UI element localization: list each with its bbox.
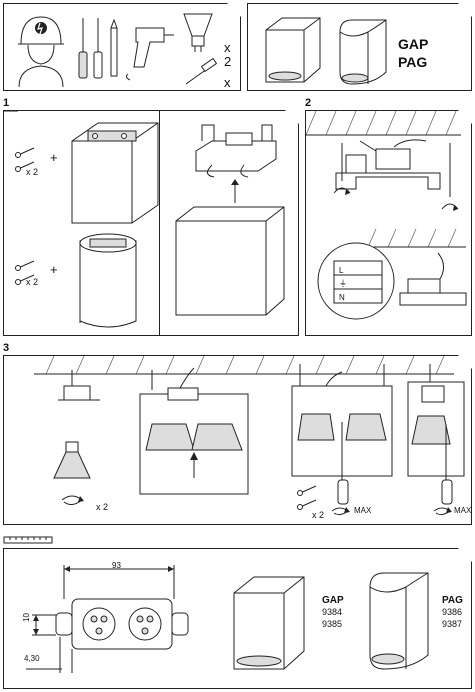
pag-product-name: PAG	[442, 595, 463, 606]
gap-luminaire-icon	[264, 16, 322, 84]
model-pag-label: PAG	[398, 54, 428, 70]
pag-luminaire-icon	[368, 571, 430, 671]
gap-product-code: 9385	[322, 619, 343, 629]
bracket-icon	[54, 370, 104, 410]
luminaire-side-diagram	[404, 364, 466, 514]
gap-product-code: 9384	[322, 607, 343, 617]
step-3-panel: x 2 x 2 MAX MAX	[3, 355, 472, 525]
step-2-panel: L ⏚ N	[305, 110, 472, 336]
models-panel: GAP PAG	[247, 3, 472, 91]
pag-product-code: 9387	[442, 619, 463, 629]
terminal-label: ⏚	[339, 279, 347, 288]
width-dimension: 93	[112, 561, 121, 570]
plus-sign: +	[50, 262, 58, 277]
step-1-separator	[159, 111, 160, 337]
step-1-screws-bottom-quantity: x 2	[26, 277, 39, 287]
step-2-number: 2	[305, 97, 312, 109]
pag-housing-icon	[68, 231, 148, 335]
offset-dimension: 4,30	[24, 654, 40, 663]
step-1-divider	[4, 111, 164, 337]
screw-anchor-icon	[184, 58, 220, 88]
wiring-detail	[316, 229, 472, 333]
height-dimension: 10	[21, 613, 31, 622]
step-3-number: 3	[3, 342, 10, 354]
housing-box-icon	[172, 203, 288, 319]
gu10-bulb-icon	[182, 10, 218, 58]
pag-product-code: 9386	[442, 607, 463, 617]
terminal-label: N	[339, 293, 345, 302]
pencil-icon	[108, 18, 120, 80]
model-gap-label: GAP	[398, 36, 429, 52]
step-3-screws-quantity: x 2	[312, 510, 325, 520]
terminal-label: L	[339, 266, 344, 275]
rotate-arrow-icon	[432, 504, 454, 518]
dimension-drawing	[24, 559, 204, 679]
pag-luminaire-icon	[338, 18, 388, 84]
rotate-arrow-icon	[58, 490, 88, 510]
screw-pair-icon	[14, 146, 36, 176]
gap-housing-icon	[68, 119, 164, 225]
lamp-quantity: x 2	[224, 40, 232, 69]
gap-luminaire-icon	[232, 575, 306, 671]
luminaire-wiring-diagram	[138, 364, 250, 496]
dimensions-panel: 93 10 4,30 GAP 9384 9385 PAG 9386 9387	[3, 548, 472, 689]
plus-sign: +	[50, 150, 58, 165]
step-1-panel: x 2 + x 2 +	[3, 110, 299, 336]
gu10-bulb-icon	[52, 442, 92, 490]
screwdriver-icon	[92, 18, 104, 80]
ruler-icon	[3, 536, 53, 544]
screw-pair-icon	[14, 259, 36, 289]
step-3-lamp-quantity: x 2	[96, 502, 109, 512]
drill-icon	[124, 22, 174, 77]
max-torque-label: MAX	[454, 506, 472, 515]
step-1-screws-top-quantity: x 2	[26, 167, 39, 177]
luminaire-screwdriver-diagram	[290, 364, 394, 514]
up-arrow-icon	[230, 179, 240, 203]
rotate-arrow-icon	[330, 504, 352, 518]
mounting-bracket-icon	[192, 119, 282, 179]
tools-panel: x 2 x 2	[3, 3, 241, 91]
bracket-mounting-diagram	[316, 133, 466, 223]
max-torque-label: MAX	[354, 506, 372, 515]
screw-pair-icon	[296, 484, 318, 514]
step-1-number: 1	[3, 97, 10, 109]
gap-product-name: GAP	[322, 595, 344, 606]
electrician-icon	[16, 12, 66, 87]
ceiling-hatch	[306, 111, 473, 141]
screws-quantity: x 2	[224, 75, 232, 104]
screwdriver-icon	[77, 18, 89, 80]
